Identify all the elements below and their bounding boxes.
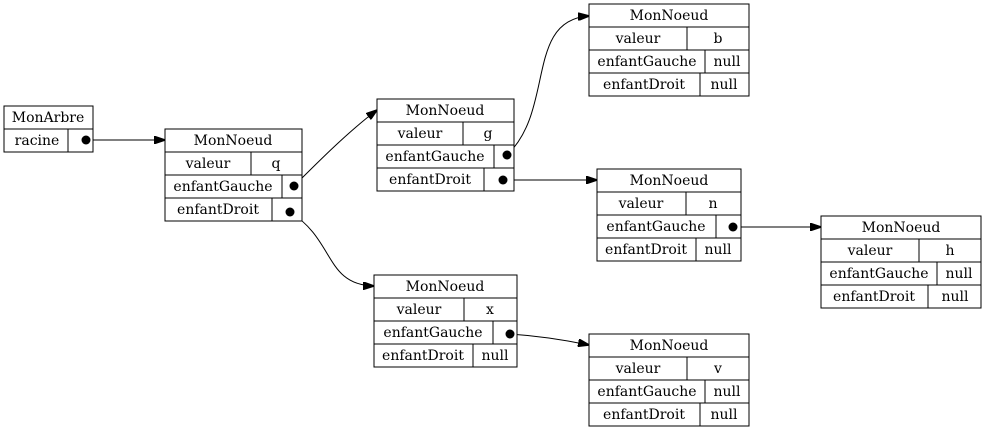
field-value-null: null: [946, 266, 974, 282]
field-value-valeur: n: [708, 196, 717, 212]
edge-q-gauche-to-g: [293, 110, 377, 187]
record-node-h: MonNoeud valeur h enfantGauche null enfa…: [820, 215, 982, 309]
field-label-valeur: valeur: [396, 302, 442, 318]
field-value-valeur: v: [713, 361, 722, 377]
field-value-valeur: g: [484, 126, 493, 142]
pointer-dot: [728, 222, 738, 232]
field-value-null: null: [711, 407, 739, 423]
field-label-enfantdroit: enfantDroit: [382, 348, 464, 364]
record-title: MonNoeud: [630, 8, 709, 24]
field-value-valeur: q: [272, 156, 281, 172]
field-label-enfantdroit: enfantDroit: [177, 202, 259, 218]
field-label-enfantdroit: enfantDroit: [603, 407, 685, 423]
field-value-null: null: [705, 242, 733, 258]
field-label-racine: racine: [15, 133, 60, 149]
record-node-v: MonNoeud valeur v enfantGauche null enfa…: [588, 333, 750, 427]
record-title: MonNoeud: [194, 133, 273, 149]
record-node-n: MonNoeud valeur n enfantGauche enfantDro…: [596, 168, 742, 262]
field-label-enfantgauche: enfantGauche: [829, 266, 928, 282]
field-label-enfantdroit: enfantDroit: [605, 242, 687, 258]
pointer-dot: [289, 181, 299, 191]
field-value-null: null: [711, 77, 739, 93]
field-label-enfantgauche: enfantGauche: [606, 219, 705, 235]
field-value-valeur: x: [486, 302, 494, 318]
pointer-dot: [81, 135, 91, 145]
record-monarbre: MonArbre racine: [3, 105, 94, 153]
field-label-valeur: valeur: [397, 126, 443, 142]
record-title: MonNoeud: [406, 279, 485, 295]
pointer-dot: [498, 175, 508, 185]
pointer-dot: [505, 329, 515, 339]
pointer-dot: [502, 150, 512, 160]
field-label-valeur: valeur: [847, 243, 893, 259]
field-label-valeur: valeur: [615, 361, 661, 377]
field-label-valeur: valeur: [615, 31, 661, 47]
field-label-valeur: valeur: [618, 196, 664, 212]
record-node-b: MonNoeud valeur b enfantGauche null enfa…: [588, 3, 750, 97]
record-title: MonNoeud: [630, 338, 709, 354]
field-label-valeur: valeur: [185, 156, 231, 172]
field-label-enfantgauche: enfantGauche: [597, 384, 696, 400]
record-title: MonNoeud: [862, 220, 941, 236]
edge-g-gauche-to-b: [506, 16, 589, 156]
edge-q-droit-to-x: [289, 211, 374, 286]
record-title: MonNoeud: [406, 103, 485, 119]
field-value-valeur: b: [714, 31, 723, 47]
field-value-null: null: [714, 384, 742, 400]
field-label-enfantgauche: enfantGauche: [173, 179, 272, 195]
record-title: MonArbre: [12, 110, 85, 126]
field-label-enfantgauche: enfantGauche: [385, 149, 484, 165]
record-node-q: MonNoeud valeur q enfantGauche enfantDro…: [164, 128, 303, 222]
field-label-enfantdroit: enfantDroit: [833, 289, 915, 305]
field-label-enfantdroit: enfantDroit: [389, 172, 471, 188]
record-node-g: MonNoeud valeur g enfantGauche enfantDro…: [376, 98, 515, 192]
field-value-valeur: h: [945, 243, 954, 259]
field-value-null: null: [482, 348, 510, 364]
record-node-x: MonNoeud valeur x enfantGauche enfantDro…: [373, 274, 518, 368]
pointer-dot: [285, 207, 295, 217]
field-value-null: null: [942, 289, 970, 305]
field-value-null: null: [714, 54, 742, 70]
field-label-enfantgauche: enfantGauche: [383, 325, 482, 341]
record-title: MonNoeud: [630, 173, 709, 189]
edge-x-gauche-to-v: [509, 333, 589, 345]
field-label-enfantdroit: enfantDroit: [603, 77, 685, 93]
field-label-enfantgauche: enfantGauche: [597, 54, 696, 70]
